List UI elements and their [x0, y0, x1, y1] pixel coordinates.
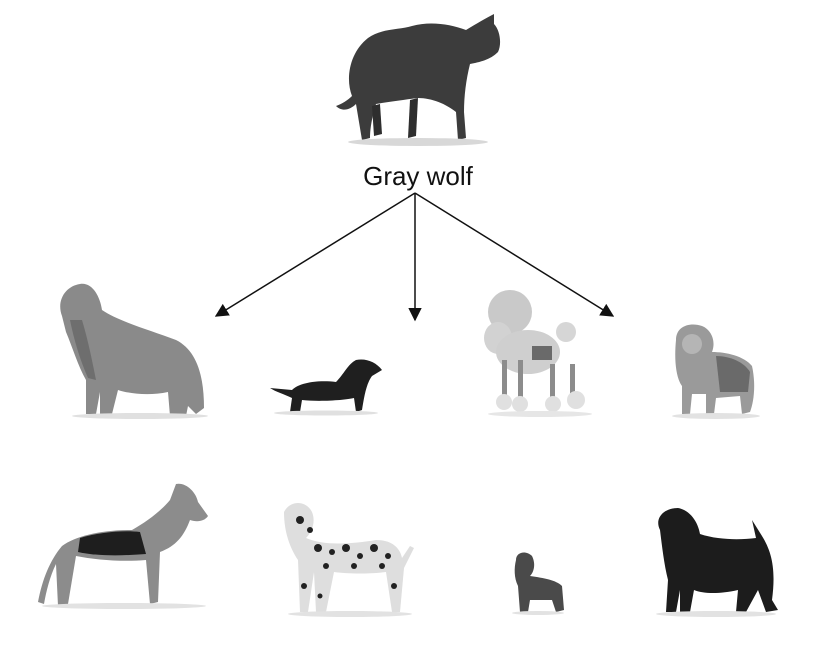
- german-shepherd-dog-icon: [38, 483, 208, 609]
- dalmatian-dog-icon: [284, 503, 414, 617]
- bulldog-dog-icon: [672, 324, 760, 419]
- arrows: [214, 192, 615, 322]
- gray-wolf-icon: [336, 14, 501, 146]
- dachshund-dog-icon: [270, 359, 382, 416]
- briard-dog-icon: [60, 283, 208, 419]
- kerry-blue-terrier-dog-icon: [656, 508, 778, 617]
- arrow-to-poodle: [414, 192, 615, 317]
- gray-wolf-label: Gray wolf: [363, 161, 474, 191]
- standard-poodle-dog-icon: [484, 290, 592, 417]
- arrow-to-briard: [214, 192, 416, 317]
- yorkshire-terrier-dog-icon: [512, 552, 564, 615]
